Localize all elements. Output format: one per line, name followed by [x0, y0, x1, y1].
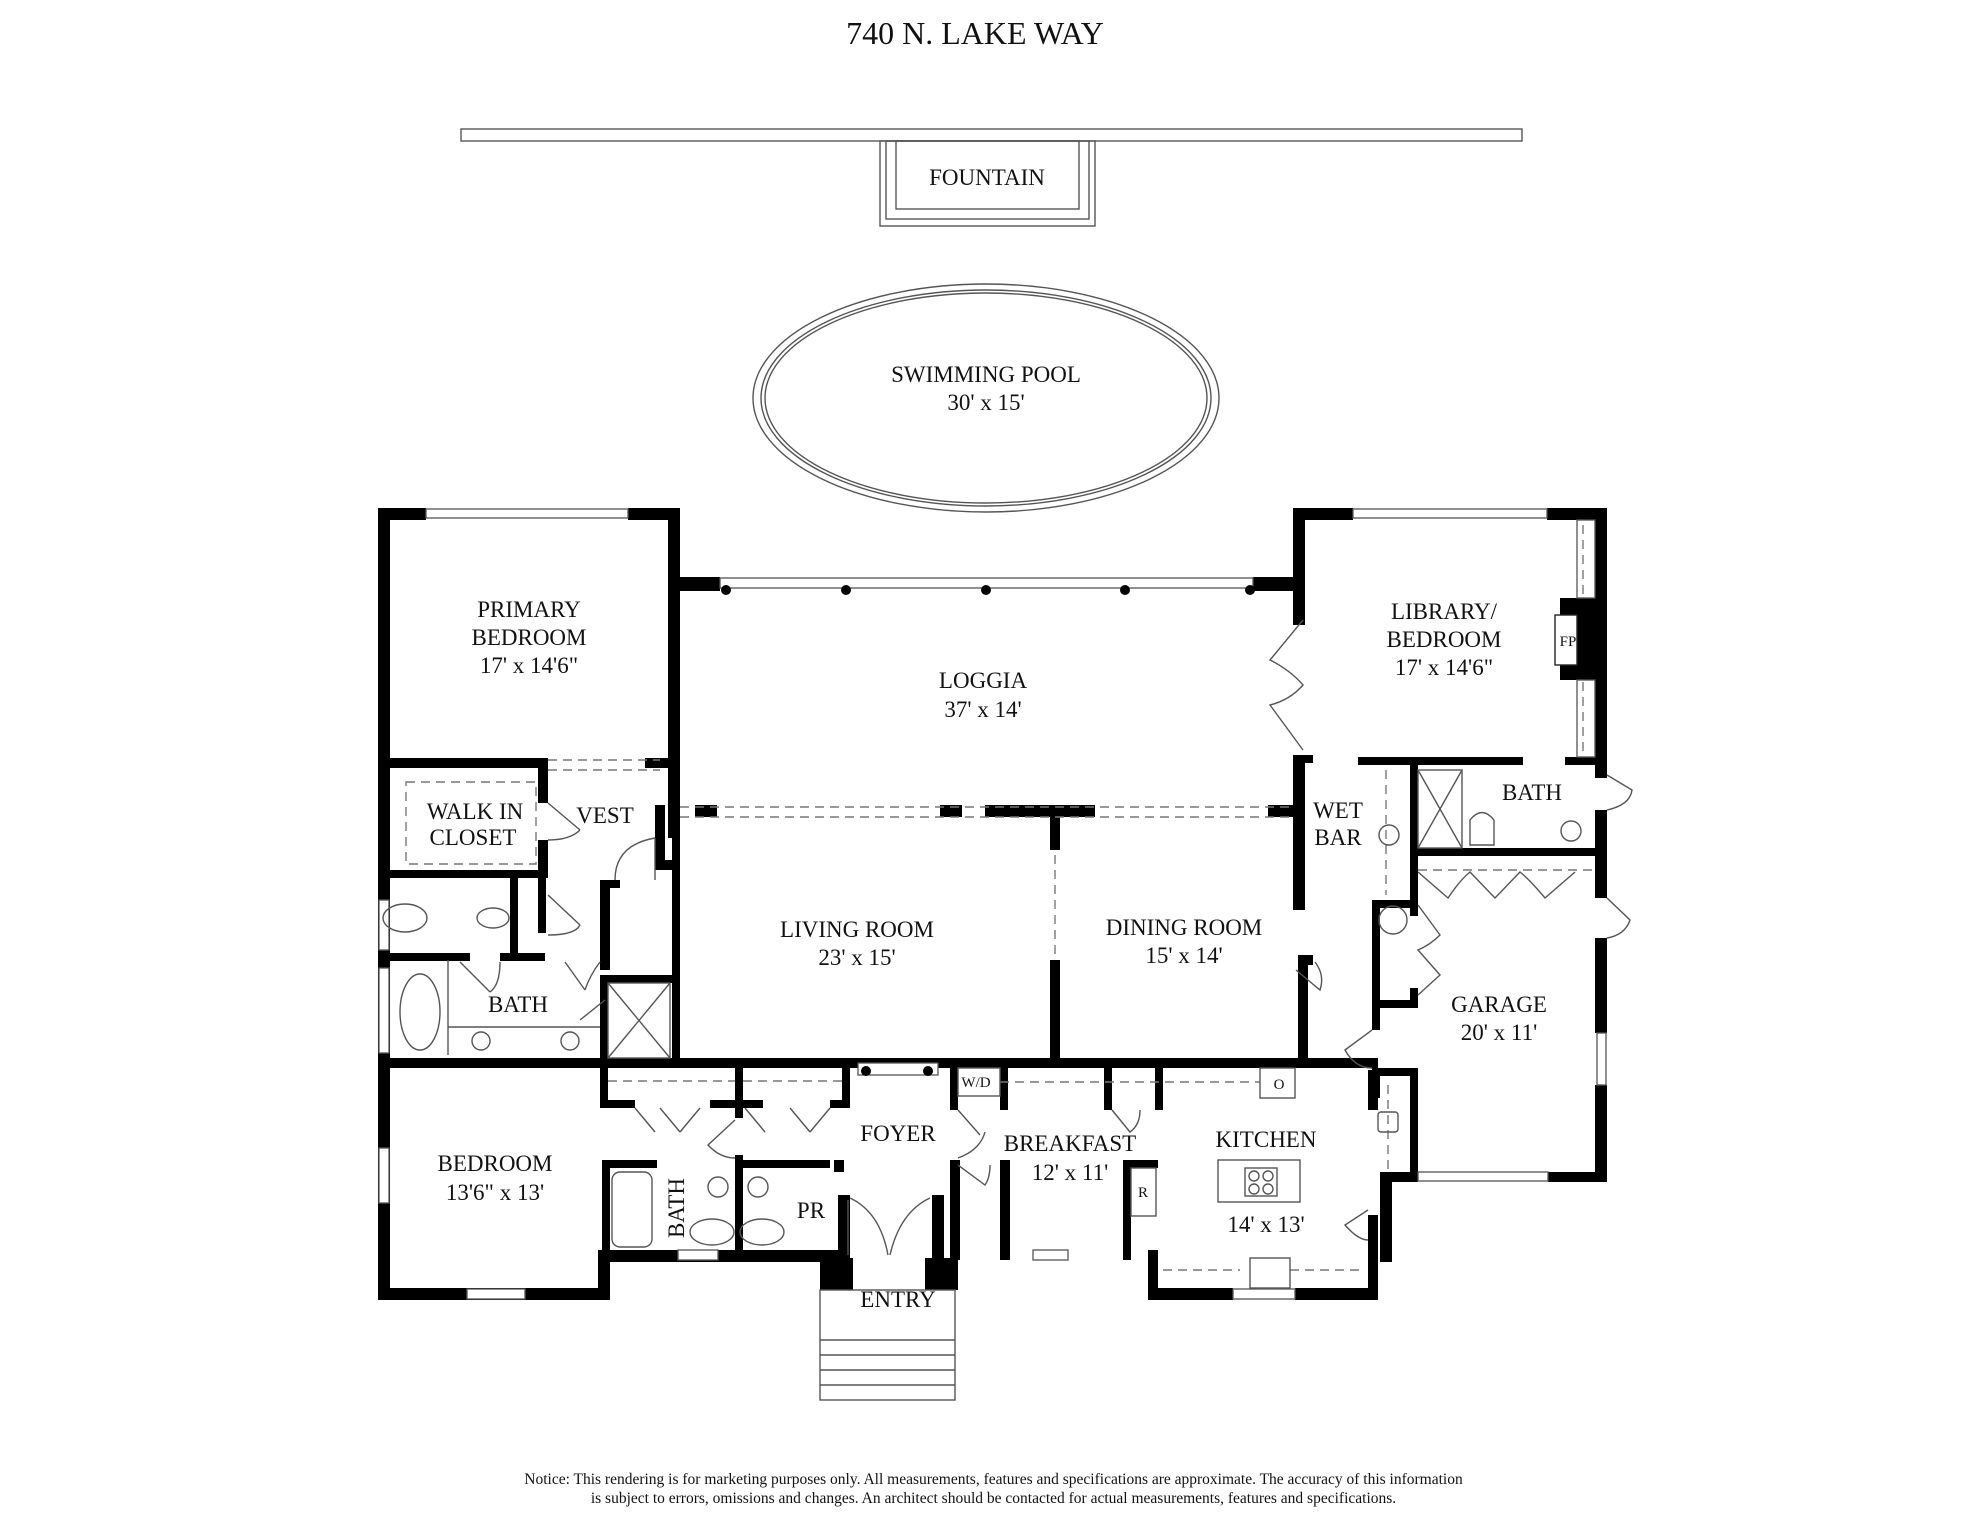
dining-room-size: 15' x 14' [1145, 943, 1222, 968]
bar-sink-icon [1378, 824, 1400, 846]
breakfast-label: BREAKFAST [1004, 1131, 1137, 1156]
powder-room-label: PR [797, 1198, 826, 1223]
garage-size: 20' x 11' [1461, 1020, 1537, 1045]
kitchen-size: 14' x 13' [1227, 1212, 1304, 1237]
kitchen-label: KITCHEN [1216, 1127, 1317, 1152]
disclaimer-line-1: Notice: This rendering is for marketing … [524, 1471, 1463, 1488]
toilet-icon [1469, 811, 1495, 846]
entry-steps [819, 1289, 956, 1401]
refrigerator-label: R [1138, 1185, 1148, 1201]
swimming-pool: SWIMMING POOL 30' x 15' [752, 283, 1220, 513]
garden-wall [460, 128, 1523, 142]
washer-dryer [957, 1067, 1001, 1097]
library-label: LIBRARY/ [1391, 599, 1498, 624]
vest-label: VEST [576, 803, 634, 828]
primary-bedroom-label: PRIMARY [477, 597, 581, 622]
kitchen-sink-icon [1249, 1257, 1291, 1289]
fountain-label: FOUNTAIN [929, 165, 1045, 190]
loggia-label: LOGGIA [939, 668, 1028, 693]
loggia-columns [721, 585, 1255, 1076]
refrigerator [1130, 1167, 1157, 1217]
library-bath-label: BATH [1502, 780, 1562, 805]
library-size: 17' x 14'6" [1395, 655, 1493, 680]
bathtub-icon [611, 1171, 653, 1248]
cooktop-icon [1244, 1167, 1278, 1197]
doors [459, 619, 1633, 1256]
entry-label: ENTRY [860, 1287, 936, 1312]
bidet-icon [476, 907, 510, 929]
bedroom-size: 13'6" x 13' [446, 1180, 544, 1205]
fountain: FOUNTAIN [879, 140, 1096, 227]
sink-icon [707, 1176, 729, 1198]
garage-label: GARAGE [1451, 992, 1547, 1017]
walk-in-closet-label-2: CLOSET [430, 825, 517, 850]
plan-title: 740 N. LAKE WAY [846, 15, 1104, 51]
living-room-label: LIVING ROOM [780, 917, 934, 942]
shower-icon [607, 982, 671, 1059]
loggia-size: 37' x 14' [944, 697, 1021, 722]
wet-bar-label-2: BAR [1314, 825, 1362, 850]
water-heater-icon [1378, 905, 1408, 935]
primary-bedroom-label-2: BEDROOM [471, 625, 586, 650]
primary-bath-label: BATH [488, 992, 548, 1017]
oven-label: O [1274, 1077, 1285, 1093]
sink-icon [1560, 820, 1582, 842]
walk-in-closet-label: WALK IN [427, 799, 524, 824]
washer-dryer-label: W/D [961, 1075, 990, 1091]
kitchen-island [1217, 1159, 1301, 1203]
wet-bar-label: WET [1313, 798, 1363, 823]
dashed-lines [405, 525, 1595, 1271]
oven [1259, 1067, 1296, 1099]
fireplace: FP [1554, 614, 1578, 666]
library-label-2: BEDROOM [1386, 627, 1501, 652]
pool-label: SWIMMING POOL [891, 362, 1081, 387]
breakfast-size: 12' x 11' [1032, 1160, 1108, 1185]
disclaimer-line-2: is subject to errors, omissions and chan… [590, 1490, 1397, 1507]
shower-icon [1417, 769, 1463, 849]
sink-icon [747, 1176, 769, 1198]
living-room-size: 23' x 15' [818, 945, 895, 970]
sink-icon [560, 1031, 580, 1051]
room-labels: PRIMARY BEDROOM 17' x 14'6" LOGGIA 37' x… [427, 597, 1562, 1312]
bathtub-icon [399, 973, 441, 1051]
toilet-icon [689, 1218, 735, 1246]
primary-bedroom-size: 17' x 14'6" [480, 653, 578, 678]
hall-bath-label: BATH [664, 1178, 689, 1238]
pool-size: 30' x 15' [947, 390, 1024, 415]
toilet-icon [382, 903, 428, 933]
toilet-icon [739, 1218, 785, 1246]
fireplace-label: FP [1560, 634, 1577, 650]
utility-sink-icon [1377, 1111, 1399, 1133]
dining-room-label: DINING ROOM [1106, 915, 1263, 940]
sink-icon [471, 1031, 491, 1051]
foyer-label: FOYER [860, 1121, 936, 1146]
bedroom-label: BEDROOM [437, 1151, 552, 1176]
fixtures [382, 769, 1582, 1289]
